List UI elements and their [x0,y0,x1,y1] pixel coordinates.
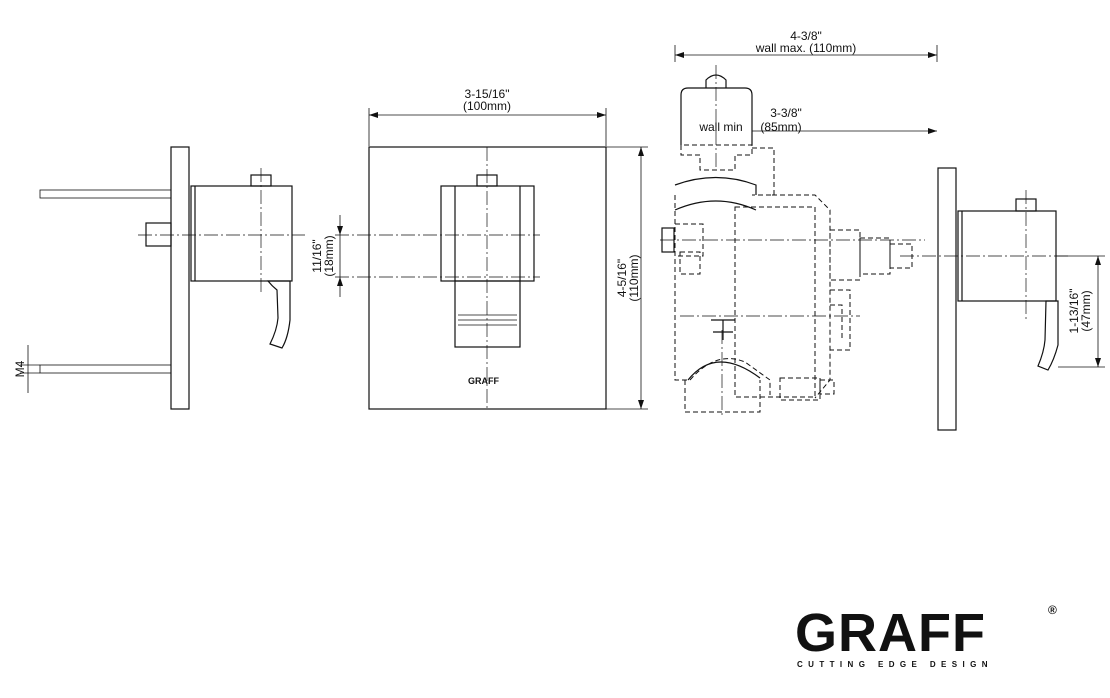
offset-mm-label: (18mm) [322,235,336,276]
width-inch-label: 3-15/16" [465,87,510,101]
depth-inch-label: 1-13/16" [1067,289,1081,334]
valve-section-view: 4-3/8" wall max. (110mm) 3-3/8" wall min… [660,29,1105,431]
front-view: 3-15/16" (100mm) GRAFF 11/16" (18mm) 4-5… [310,87,648,410]
wall-max-mm-label: wall max. (110mm) [755,41,856,55]
screw-size-label: M4 [13,360,27,377]
brand-name: GRAFF [795,603,986,663]
wall-max-inch-label: 4-3/8" [790,29,822,43]
wall-min-text-label: wall min [698,120,742,134]
depth-mm-label: (47mm) [1079,290,1093,331]
height-mm-label: (110mm) [627,254,641,301]
height-inch-label: 4-5/16" [615,259,629,297]
offset-inch-label: 11/16" [310,239,324,272]
wall-min-inch-label: 3-3/8" [770,106,802,120]
front-logo: GRAFF [468,376,499,386]
wall-min-mm-label: (85mm) [760,120,801,134]
left-side-view: M4 [13,146,305,410]
brand-registered-mark: ® [1048,603,1057,617]
brand-logo: GRAFF ® CUTTING EDGE DESIGN [795,603,1057,669]
brand-tagline: CUTTING EDGE DESIGN [797,660,993,669]
width-mm-label: (100mm) [463,99,511,113]
